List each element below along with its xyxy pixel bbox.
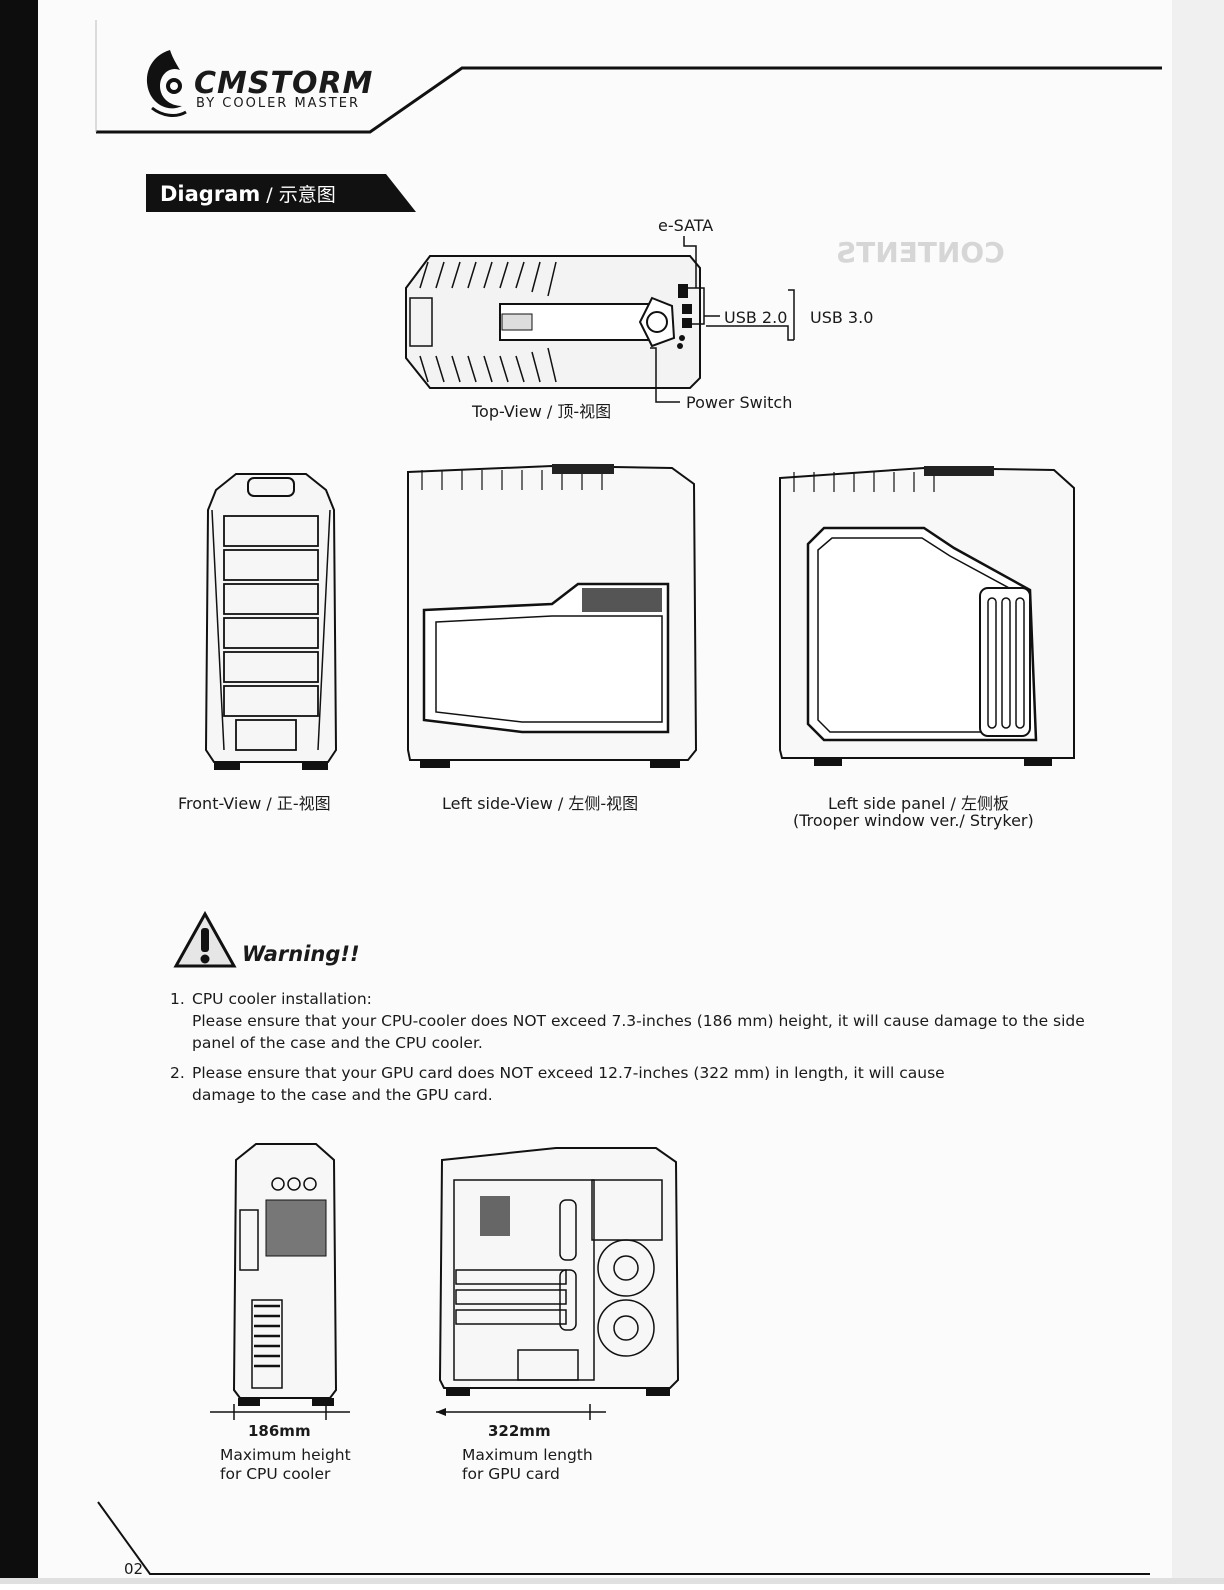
warning-item-text: Please ensure that your CPU-cooler does … [192, 1012, 1085, 1052]
left-side-view-drawing [407, 464, 698, 768]
left-side-panel-drawing [779, 466, 1075, 766]
warning-item-number: 2. [170, 1064, 185, 1082]
warning-list: 1. CPU cooler installation: Please ensur… [170, 988, 1090, 1114]
show-through-bleed: CONTENTS [836, 236, 1005, 269]
logo-swirl-icon [146, 50, 187, 117]
caption-left-side-panel-line1: Left side panel / 左侧板 [828, 794, 1010, 813]
label-power-switch: Power Switch [686, 393, 793, 412]
gpu-clearance-drawing [438, 1147, 680, 1396]
page-number: 02 [124, 1560, 144, 1578]
warning-icon [173, 910, 237, 968]
scan-border-left [0, 0, 38, 1584]
cpu-height-value: 186mm [248, 1422, 311, 1440]
top-view-leaders [650, 236, 795, 403]
gpu-dimension-arrow [436, 1404, 606, 1420]
section-title-rest: / 示意图 [260, 184, 336, 206]
caption-left-side-view: Left side-View / 左侧-视图 [442, 794, 639, 813]
warning-item-number: 1. [170, 990, 185, 1008]
logo-subtitle: BY COOLER MASTER [196, 96, 360, 111]
label-usb2: USB 2.0 [724, 308, 788, 327]
gpu-caption-line2: for GPU card [462, 1465, 560, 1483]
section-heading: Diagram / 示意图 [146, 174, 416, 212]
label-usb3: USB 3.0 [810, 308, 874, 327]
cpu-caption-line1: Maximum height [220, 1446, 351, 1464]
label-esata: e-SATA [658, 216, 714, 235]
warning-item-heading: CPU cooler installation: [192, 990, 372, 1008]
gpu-length-value: 322mm [488, 1422, 551, 1440]
header-rule [95, 20, 1162, 134]
warning-item-text: Please ensure that your GPU card does NO… [192, 1064, 945, 1104]
scan-border-right [1172, 0, 1224, 1584]
section-title-bold: Diagram [160, 182, 261, 206]
caption-top-view: Top-View / 顶-视图 [472, 402, 612, 421]
top-view-drawing [405, 255, 701, 389]
cpu-dimension-arrow [210, 1404, 350, 1420]
warning-title: Warning!! [242, 942, 360, 966]
gpu-caption-line1: Maximum length [462, 1446, 593, 1464]
footer-rule [97, 1501, 1150, 1575]
cpu-caption-line2: for CPU cooler [220, 1465, 331, 1483]
caption-front-view: Front-View / 正-视图 [178, 794, 331, 813]
front-view-drawing [204, 473, 338, 770]
warning-item-cpu: 1. CPU cooler installation: Please ensur… [170, 988, 1090, 1054]
caption-left-side-panel-line2: (Trooper window ver./ Stryker) [793, 811, 1034, 830]
warning-item-gpu: 2. Please ensure that your GPU card does… [170, 1062, 982, 1106]
cpu-clearance-drawing [232, 1143, 338, 1406]
scan-border-bottom [0, 1578, 1224, 1584]
logo-wordmark: CMSTORM [194, 66, 374, 101]
